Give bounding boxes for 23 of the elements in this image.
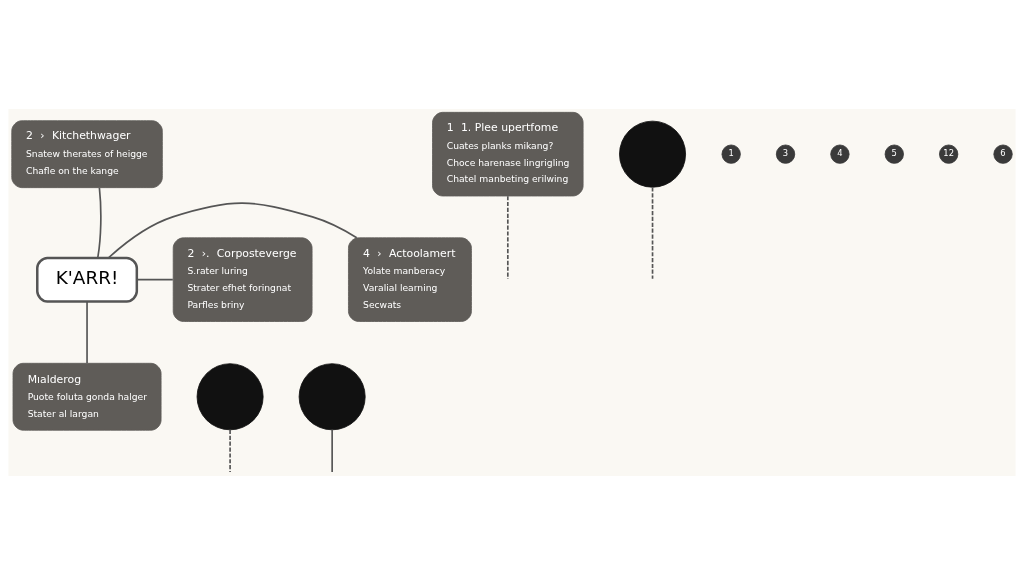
node-circle	[619, 120, 686, 188]
node-circle	[298, 363, 366, 431]
connector	[96, 187, 102, 259]
label: 12	[943, 148, 954, 159]
label: 4	[837, 148, 843, 159]
connector	[651, 186, 654, 280]
node-box: K'ARR!	[36, 256, 139, 303]
node-box: 2 › Kitchethwager Snatew therates of heigge Chafle on the kange	[11, 120, 163, 189]
node-box: Mıalderog Puote foluta gonda halger Stater al largan	[12, 362, 162, 431]
connector	[86, 300, 88, 364]
node-box: 2 ›. Corposteverge S.rater luring Strater efhet foringnat Parfles briny	[172, 237, 313, 322]
connector	[229, 429, 231, 473]
node-box: 1 1. Plee upertfome Cuates planks mikang? Choce harenase lingrigling Chatel manbeting erilwing	[432, 111, 584, 197]
label: 5	[891, 148, 897, 159]
label: 6	[1000, 148, 1006, 159]
connector	[331, 429, 333, 473]
label: 3	[782, 148, 789, 159]
node-circle	[196, 363, 264, 431]
label: 1	[728, 148, 734, 159]
connector	[507, 195, 509, 280]
connector	[136, 278, 174, 281]
connector	[107, 202, 358, 259]
node-box: 4 › Actoolamert Yolate manberacy Varalial learning Secwats	[348, 237, 472, 322]
